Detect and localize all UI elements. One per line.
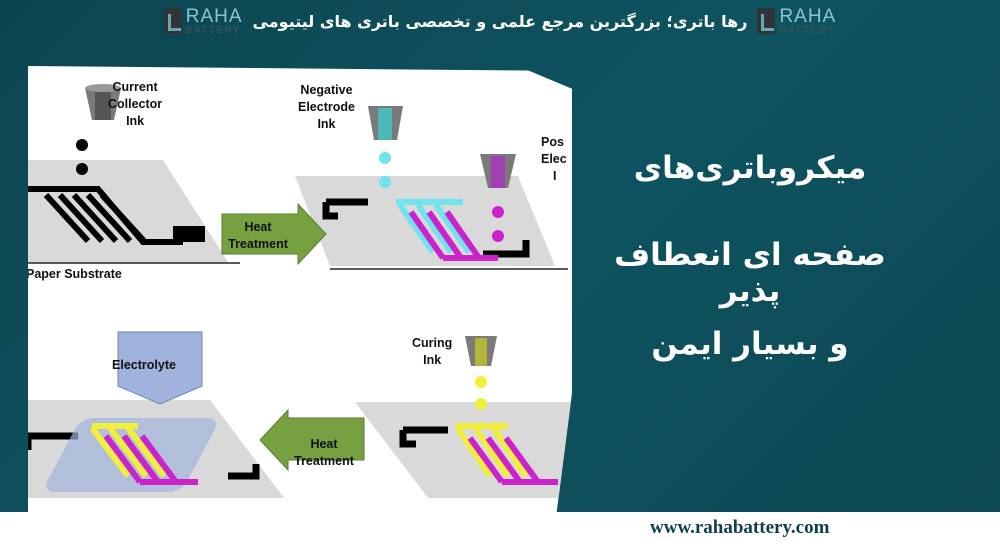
tagline: رها باتری؛ بزرگترین مرجع علمی و تخصصی با… [252, 11, 748, 31]
label-electrolyte: Electrolyte [112, 358, 176, 372]
label-heat-treatment-1: Heat Treatment [228, 220, 288, 251]
logo-name: RAHA [779, 5, 837, 27]
label-current-collector-ink: Current Collector Ink [108, 80, 163, 128]
battery-logo-icon [757, 8, 776, 34]
label-paper-substrate: Paper Substrate [26, 267, 122, 281]
label-curing-ink: Curing Ink [412, 336, 453, 367]
label-positive-electrode-ink: Pos Elec I [541, 135, 567, 183]
label-heat-treatment-2: Heat Treatment [294, 437, 354, 468]
logo-right: RAHA BATTERY [163, 5, 243, 36]
footer-bar [0, 512, 1000, 546]
title-line-3: و بسیار ایمن [651, 326, 849, 362]
title-line-1: میکروباتری‌های [633, 150, 867, 186]
logo-left: RAHA BATTERY [757, 7, 836, 36]
diagram-graphics [28, 84, 572, 498]
logo-sub: BATTERY [185, 24, 242, 36]
logo-sub: BATTERY [779, 24, 836, 36]
website-link[interactable]: www.rahabattery.com [650, 517, 830, 538]
process-diagram: Current Collector Ink Negative Electrode… [28, 66, 572, 520]
logo-name: RAHA [185, 5, 243, 27]
top-banner: RAHA BATTERY رها باتری؛ بزرگترین مرجع عل… [0, 0, 1000, 42]
battery-logo-icon [163, 8, 182, 34]
title-line-2: صفحه ای انعطاف پذیر [614, 237, 886, 309]
label-negative-electrode-ink: Negative Electrode Ink [298, 83, 355, 131]
